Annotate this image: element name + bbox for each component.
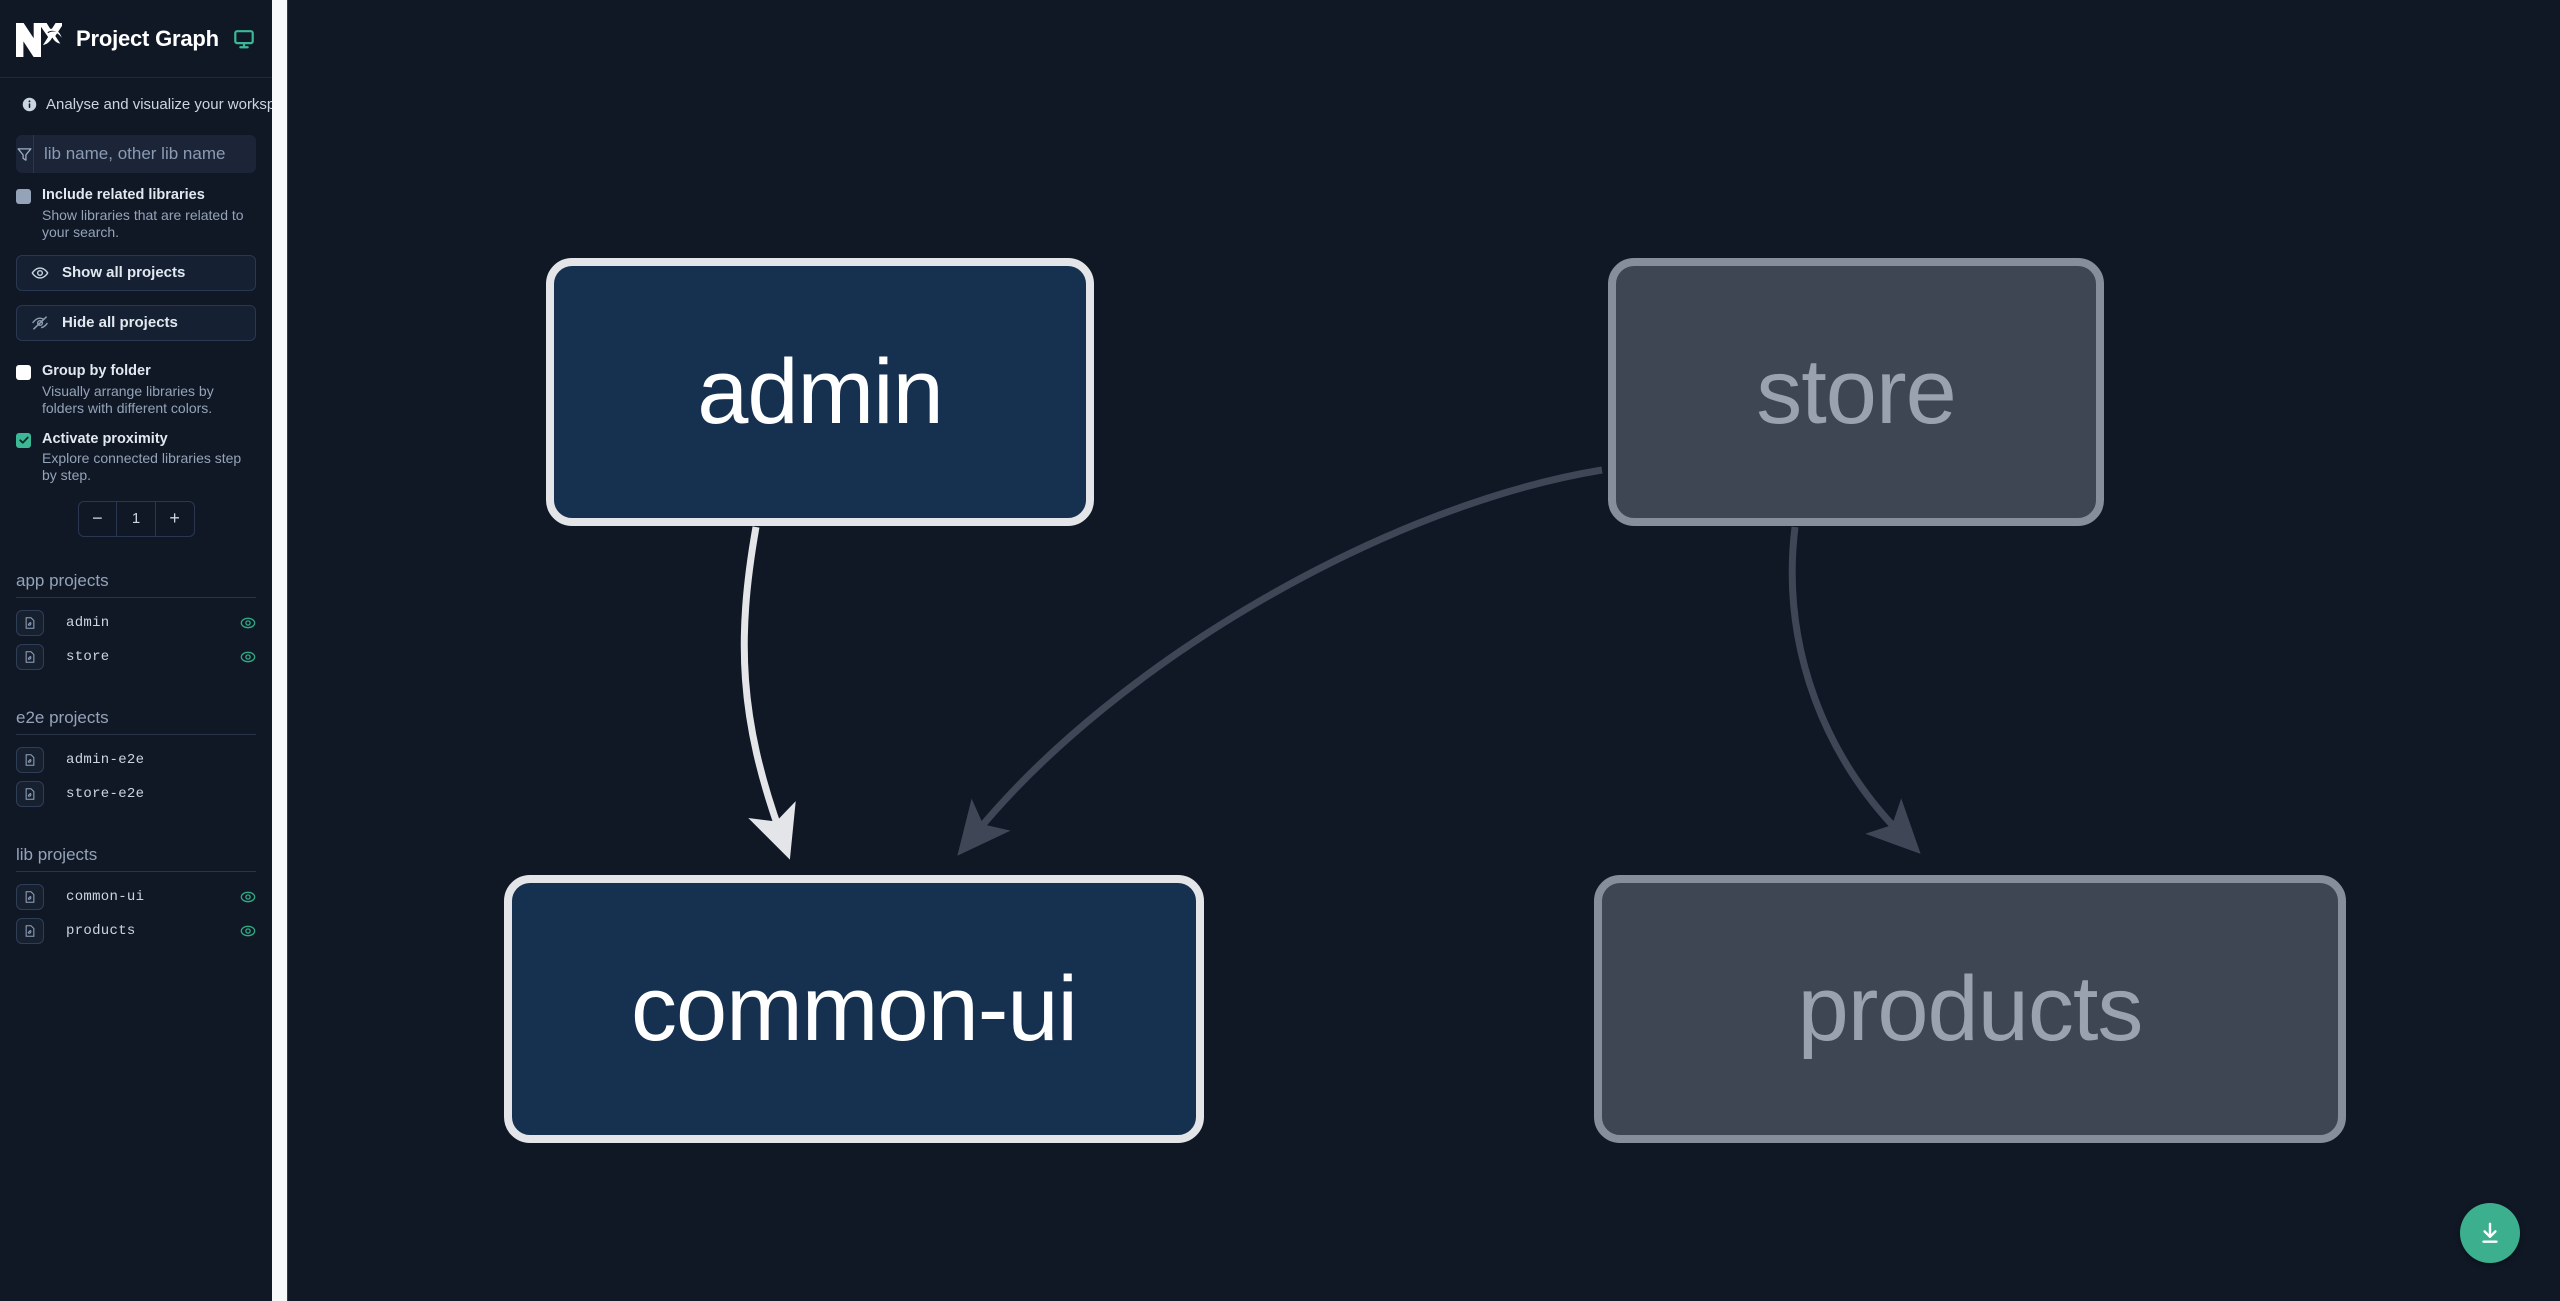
option-title: Activate proximity <box>42 430 168 447</box>
option-title: Include related libraries <box>42 187 205 203</box>
project-visibility-eye-icon[interactable] <box>238 649 256 665</box>
project-visibility-eye-icon[interactable] <box>238 615 256 631</box>
project-file-icon <box>16 746 44 773</box>
graph-node-common-ui[interactable]: common-ui <box>504 875 1204 1143</box>
activate-proximity-checkbox[interactable] <box>16 432 31 448</box>
sidebar: Project Graph Analyse and visualize your… <box>0 0 272 1301</box>
proximity-value: 1 <box>117 501 156 536</box>
project-row-common-ui[interactable]: common-ui <box>16 880 256 914</box>
option-title: Group by folder <box>42 362 151 379</box>
search-field[interactable] <box>16 135 256 173</box>
filter-icon <box>16 135 34 173</box>
project-file-icon <box>16 883 44 910</box>
download-button[interactable] <box>2460 1203 2520 1263</box>
nx-logo-icon <box>14 17 62 61</box>
project-name: common-ui <box>66 888 145 905</box>
graph-node-label: products <box>1797 958 2144 1060</box>
proximity-increment-button[interactable]: + <box>169 508 180 529</box>
option-description: Show libraries that are related to your … <box>42 206 244 240</box>
project-row-products[interactable]: products <box>16 914 256 948</box>
option-include-related-libraries[interactable]: Include related libraries Show libraries… <box>0 173 272 241</box>
show-all-projects-button[interactable]: Show all projects <box>16 254 256 291</box>
sidebar-header: Project Graph <box>0 0 272 78</box>
graph-node-store[interactable]: store <box>1608 258 2104 526</box>
sidebar-resize-handle[interactable] <box>272 0 288 1301</box>
project-visibility-eye-icon[interactable] <box>238 889 256 905</box>
project-name: store-e2e <box>66 785 145 802</box>
show-all-projects-label: Show all projects <box>62 264 186 282</box>
project-row-store[interactable]: store <box>16 640 256 674</box>
project-file-icon <box>16 780 44 807</box>
project-file-icon <box>16 917 44 944</box>
project-row-admin[interactable]: admin <box>16 606 256 640</box>
project-visibility-eye-icon[interactable] <box>238 923 256 939</box>
graph-canvas[interactable]: admin store common-ui products <box>288 0 2560 1301</box>
sidebar-tagline: Analyse and visualize your workspace. <box>0 78 272 113</box>
graph-node-label: common-ui <box>630 958 1078 1060</box>
project-row-admin-e2e[interactable]: admin-e2e <box>16 743 256 777</box>
edge-store-to-common-ui <box>957 466 1603 856</box>
eye-off-icon <box>31 314 49 332</box>
proximity-stepper[interactable]: − 1 + <box>77 500 195 537</box>
download-icon <box>2477 1220 2503 1246</box>
sidebar-tagline-text: Analyse and visualize your workspace. <box>46 96 272 113</box>
project-file-icon <box>16 609 44 636</box>
search-input[interactable] <box>34 135 256 173</box>
monitor-icon[interactable] <box>233 28 255 50</box>
info-icon <box>22 97 37 112</box>
group-title-app-projects: app projects <box>16 571 256 598</box>
project-name: store <box>66 648 110 665</box>
option-group-by-folder[interactable]: Group by folder Visually arrange librari… <box>0 341 272 417</box>
project-row-store-e2e[interactable]: store-e2e <box>16 777 256 811</box>
page-title: Project Graph <box>76 25 219 51</box>
option-description: Explore connected libraries step by step… <box>42 450 242 484</box>
project-name: admin-e2e <box>66 751 145 768</box>
group-by-folder-checkbox[interactable] <box>16 364 31 380</box>
group-title-e2e-projects: e2e projects <box>16 708 256 735</box>
edge-store-to-products <box>1788 526 1921 854</box>
project-name: products <box>66 922 136 939</box>
graph-edges <box>740 466 1921 860</box>
edge-admin-to-common-ui <box>740 526 796 860</box>
project-name: admin <box>66 614 110 631</box>
option-activate-proximity[interactable]: Activate proximity Explore connected lib… <box>0 417 272 485</box>
option-description: Visually arrange libraries by folders wi… <box>42 382 214 416</box>
graph-node-admin[interactable]: admin <box>546 258 1094 526</box>
eye-icon <box>31 264 49 282</box>
group-title-lib-projects: lib projects <box>16 845 256 872</box>
hide-all-projects-button[interactable]: Hide all projects <box>16 304 256 341</box>
graph-node-products[interactable]: products <box>1594 875 2346 1143</box>
hide-all-projects-label: Hide all projects <box>62 314 178 332</box>
project-file-icon <box>16 643 44 670</box>
proximity-decrement-button[interactable]: − <box>79 501 118 536</box>
graph-node-label: store <box>1756 341 1957 443</box>
include-related-libraries-checkbox[interactable] <box>16 189 31 204</box>
graph-node-label: admin <box>697 341 944 443</box>
